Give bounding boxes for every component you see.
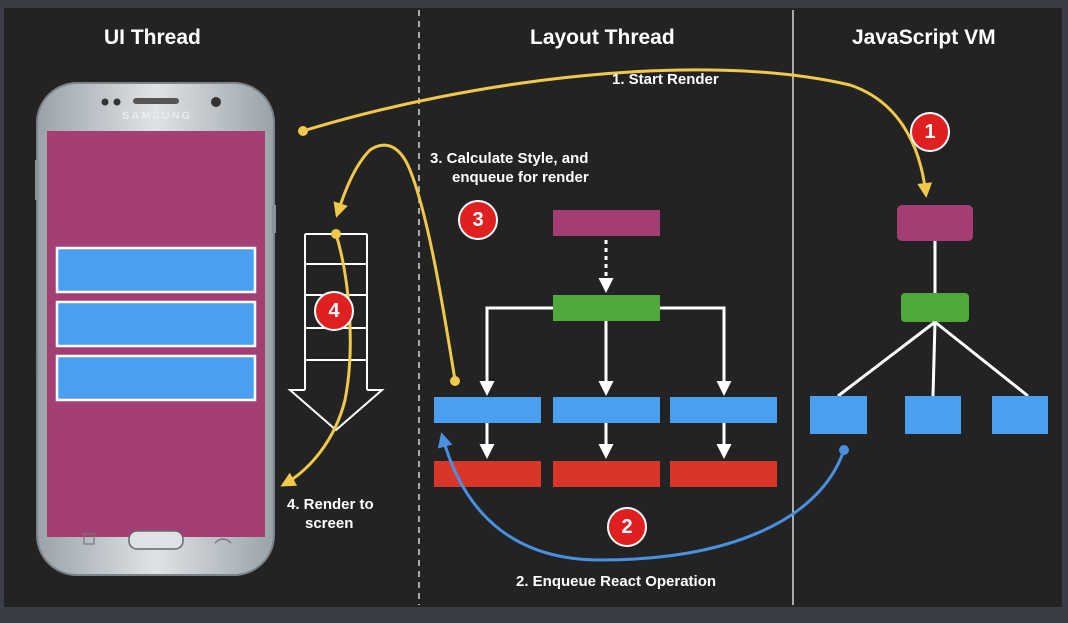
step-2-badge: 2 — [607, 507, 647, 547]
step-4-label-line-2: screen — [305, 515, 354, 532]
js-tree — [810, 205, 1048, 434]
js-root-node — [897, 205, 973, 241]
layout-output-node-1 — [434, 461, 541, 487]
render-queue — [287, 233, 385, 432]
flow-arrows — [280, 68, 933, 562]
layout-child-node-1 — [434, 397, 541, 423]
layout-tree — [434, 210, 777, 487]
column-title-ui-thread: UI Thread — [104, 26, 201, 49]
layout-output-node-3 — [670, 461, 777, 487]
render-to-screen-arrow — [280, 233, 352, 487]
layout-shadow-node — [553, 295, 660, 321]
layout-child-node-2 — [553, 397, 660, 423]
start-render-arrow — [302, 68, 933, 198]
device-brand-label: SAMSUNG — [122, 110, 193, 122]
js-component-node — [901, 293, 969, 322]
js-leaf-node-2 — [905, 396, 961, 434]
layout-output-node-2 — [553, 461, 660, 487]
home-button — [128, 530, 184, 550]
step-1-badge: 1 — [910, 112, 950, 152]
step-2-label: 2. Enqueue React Operation — [516, 573, 717, 590]
step-3-badge: 3 — [458, 200, 498, 240]
screen-list-item-3 — [55, 354, 257, 402]
step-3-label-line-2: enqueue for render — [452, 169, 589, 186]
step-4-label-line-1: 4. Render to — [287, 496, 374, 513]
step-1-label: 1. Start Render — [612, 71, 719, 88]
screen-list-item-2 — [55, 300, 257, 348]
screen-list-item-1 — [55, 246, 257, 294]
column-title-javascript-vm: JavaScript VM — [852, 26, 996, 49]
layout-root-node — [553, 210, 660, 236]
enqueue-operation-arrow — [437, 432, 846, 562]
phone-device — [35, 82, 276, 576]
layout-child-node-3 — [670, 397, 777, 423]
calculate-style-arrow — [333, 143, 457, 381]
step-4-badge: 4 — [314, 291, 354, 331]
js-leaf-node-1 — [810, 396, 867, 434]
js-leaf-node-3 — [992, 396, 1048, 434]
step-3-label-line-1: 3. Calculate Style, and — [430, 150, 589, 167]
column-title-layout-thread: Layout Thread — [530, 26, 675, 49]
